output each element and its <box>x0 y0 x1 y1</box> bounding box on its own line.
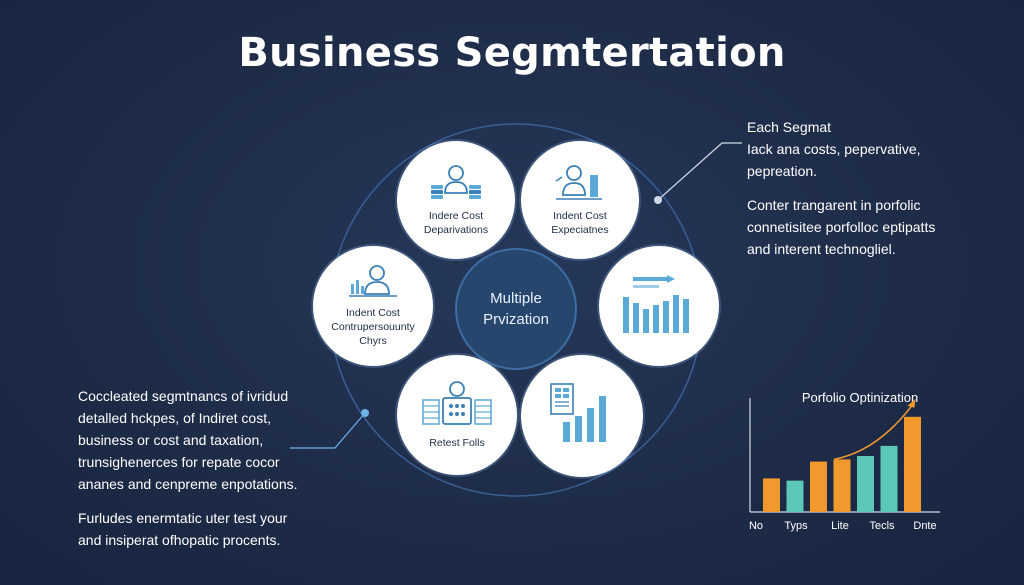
segment-node-top-right[interactable]: Indent Cost Expeciatnes <box>521 141 639 259</box>
segment-node-right[interactable] <box>599 246 719 366</box>
left-text-line: Furludes enermtatic uter test your <box>78 510 288 526</box>
x-tick-label: Dnte <box>913 520 937 532</box>
node-label: Indent Cost <box>553 210 607 222</box>
right-text-line: and interent technogliel. <box>747 241 896 257</box>
segment-node-bottom-left[interactable]: Retest Folls <box>397 355 517 475</box>
x-tick-label: Lite <box>831 520 849 532</box>
x-tick-label: Typs <box>784 520 808 532</box>
person-with-chart-icon <box>555 165 602 200</box>
left-text-line: ananes and cenpreme enpotations. <box>78 476 298 492</box>
center-label-2: Prvization <box>483 311 549 328</box>
segment-node-top-left[interactable]: Indere Cost Deparivations <box>397 141 515 259</box>
person-with-stacks-icon <box>431 165 481 199</box>
bar-chart-icon <box>623 275 689 333</box>
page-title: Business Segmtertation <box>238 30 786 76</box>
person-at-dashboard-icon <box>422 381 492 425</box>
right-text-line: Conter trangarent in porfolic <box>747 197 921 213</box>
right-text-line: Each Segmat <box>747 119 832 135</box>
segment-node-left[interactable]: Indent Cost Contrupersouunty Chyrs <box>313 246 433 366</box>
center-label-1: Multiple <box>490 290 542 307</box>
chart-bar <box>904 416 921 512</box>
right-text-line: Iack ana costs, pepervative, <box>747 141 921 157</box>
node-label: Chyrs <box>359 335 387 347</box>
node-label: Contrupersouunty <box>331 321 415 333</box>
chart-bar <box>833 459 851 512</box>
right-description: Each Segmat Iack ana costs, pepervative,… <box>747 116 935 260</box>
callout-dot-left <box>361 409 369 417</box>
node-label: Indere Cost <box>428 210 484 222</box>
left-text-line: Coccleated segmtnancs of ivridud <box>78 388 289 404</box>
chart-bar <box>857 456 874 512</box>
trend-arrow-head <box>907 398 916 408</box>
segment-node-bottom-right[interactable] <box>521 355 643 477</box>
left-text-line: business or cost and taxation, <box>78 432 264 448</box>
callout-dot-right <box>654 196 662 204</box>
node-label: Retest Folls <box>429 437 485 449</box>
chart-title: Porfolio Optinization <box>801 390 919 405</box>
left-text-line: trunsighenerces for repate cocor <box>78 454 280 470</box>
callout-line-left <box>290 412 366 449</box>
x-tick-label: No <box>748 520 764 532</box>
trend-line <box>833 404 914 461</box>
callout-line-right <box>657 142 742 201</box>
chart-bar <box>763 478 780 512</box>
chart-bar <box>810 461 827 512</box>
node-label: Deparivations <box>423 224 489 236</box>
node-label: Expeciatnes <box>551 224 609 236</box>
left-text-line: detalled hckpes, of Indiret cost, <box>78 410 271 426</box>
left-text-line: and insiperat ofhopatic procents. <box>78 532 281 548</box>
right-text-line: pepreation. <box>747 163 818 179</box>
right-text-line: connetisitee porfolloc eptipatts <box>747 219 936 235</box>
document-with-chart-icon <box>550 383 606 442</box>
left-description: Coccleated segmtnancs of ivridud detalle… <box>78 385 298 551</box>
chart-bar <box>880 445 898 512</box>
person-with-bars-icon <box>349 265 397 297</box>
node-label: Indent Cost <box>346 307 400 319</box>
center-node[interactable]: Multiple Prvization <box>455 248 577 370</box>
x-tick-label: Tecls <box>869 520 895 532</box>
chart-bar <box>786 480 804 512</box>
